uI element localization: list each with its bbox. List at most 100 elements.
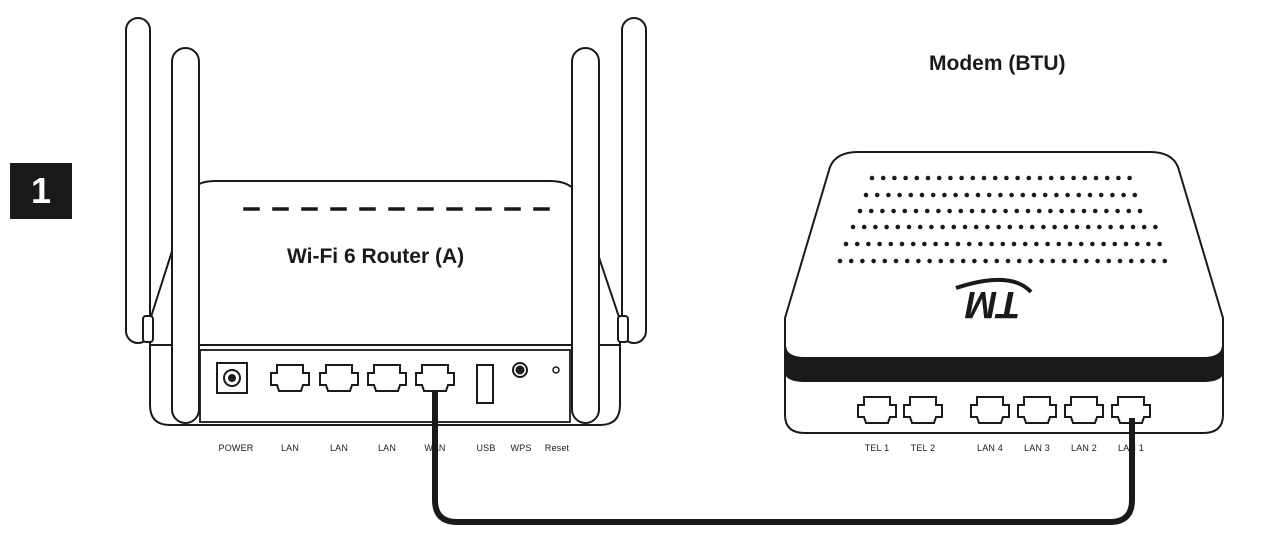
vent-dot [985,224,990,230]
vent-dot [951,224,957,230]
vent-dot [922,241,927,247]
vent-dot [919,192,925,198]
vent-dot [913,208,919,214]
vent-dot [1059,208,1064,214]
modem-port-label-lan-3: LAN 3 [1023,443,1051,453]
vent-dot [1121,192,1126,198]
vent-dot [1004,175,1009,181]
vent-dot [924,208,930,214]
vent-dot [880,208,885,214]
vent-dot [1007,224,1013,230]
modem-port-label-lan-2: LAN 2 [1070,443,1098,453]
vent-dot [1018,224,1024,230]
router-antenna-back-left [125,17,151,344]
vent-dot [1153,224,1158,230]
vent-dot [966,241,972,247]
vent-dot [1045,241,1050,247]
modem-port-label-lan-4: LAN 4 [976,443,1004,453]
vent-dot [1000,241,1006,247]
vent-dot [903,175,908,181]
vent-dot [1048,175,1054,181]
router-wan-port [415,364,455,392]
router-port-label-lan-2: LAN [329,443,349,453]
vent-dot [1009,192,1014,198]
vent-dot [981,175,987,181]
modem-port-label-tel-2: TEL 2 [910,443,936,453]
vent-dot [1097,224,1102,230]
tm-logo: TM [955,278,1033,325]
vent-dot [1063,224,1069,230]
router-port-label-lan-1: LAN [280,443,300,453]
vent-dot [868,208,874,214]
vent-dot [1037,175,1043,181]
vent-dot [927,258,932,264]
vent-dot [1085,224,1091,230]
vent-dot [873,224,878,230]
vent-dot [960,258,966,264]
router-port-label-wan: WAN [424,443,446,453]
vent-dot [925,175,931,181]
router-power-port [216,362,248,394]
vent-dot [1126,208,1132,214]
vent-dot [986,192,992,198]
router-title: Wi-Fi 6 Router (A) [287,245,465,268]
vent-dot [863,192,869,198]
vent-dot [857,208,863,214]
vent-dot [892,175,897,181]
vent-dot [1028,258,1033,264]
vent-dot [1117,258,1123,264]
vent-dot [910,241,916,247]
vent-dot [944,241,950,247]
vent-dot [1108,224,1113,230]
vent-dot [1031,192,1037,198]
vent-dot [893,258,899,264]
vent-dot [1084,258,1089,264]
vent-dot [933,241,938,247]
svg-text:TM: TM [964,283,1020,325]
vent-dot [1078,241,1084,247]
modem-lan-port-3 [1017,396,1057,424]
vent-dot [908,192,914,198]
vent-dot [1071,175,1076,181]
vent-dot [1061,258,1067,264]
vent-dot [989,241,994,247]
vent-dot [860,258,865,264]
vent-dot [936,208,941,214]
vent-dot [861,224,867,230]
vent-dot [964,192,970,198]
vent-dot [1128,258,1134,264]
modem-lan-port-1 [1111,396,1151,424]
vent-dot [1137,208,1143,214]
vent-dot [1065,192,1070,198]
modem-port-label-tel-1: TEL 1 [864,443,890,453]
vent-dot [940,224,945,230]
vent-dot [1005,258,1011,264]
vent-dot [1093,175,1099,181]
vent-dot [906,224,912,230]
vent-dot [843,241,849,247]
vent-dot [1081,208,1087,214]
vent-dot [1015,175,1020,181]
vent-dot [837,258,843,264]
vent-dot [1067,241,1073,247]
vent-dot [850,224,856,230]
modem-lan-port-2 [1064,396,1104,424]
router-port-label-lan-3: LAN [377,443,397,453]
vent-dot [958,208,964,214]
vent-dot [1072,258,1078,264]
vent-dot [949,258,955,264]
vent-dot [1095,258,1100,264]
vent-dot [1151,258,1156,264]
vent-dot [1157,241,1162,247]
vent-dot [866,241,871,247]
router-wps-button [512,362,528,378]
modem-vent-holes [837,175,1168,264]
vent-dot [1104,208,1109,214]
router-antenna-front-left [171,47,200,424]
vent-dot [948,175,953,181]
router-antenna-front-right [571,47,600,424]
modem-lan-port-4 [970,396,1010,424]
vent-dot [904,258,910,264]
vent-dot [880,175,886,181]
vent-dot [930,192,936,198]
